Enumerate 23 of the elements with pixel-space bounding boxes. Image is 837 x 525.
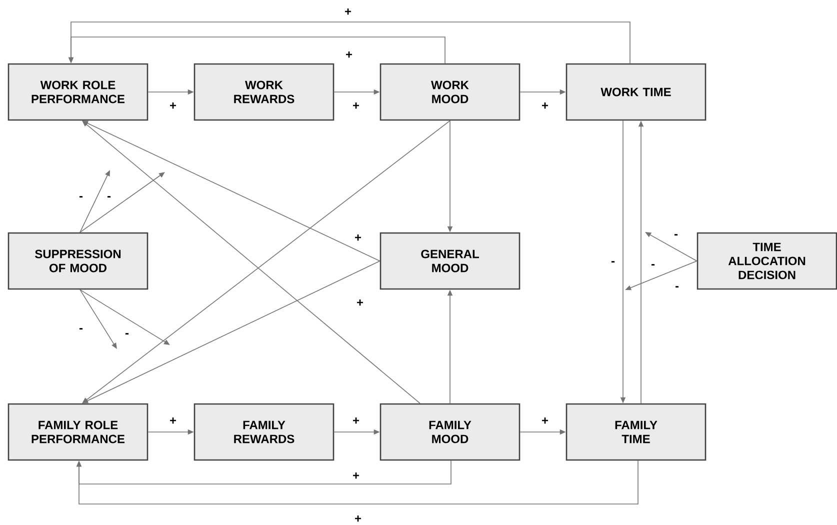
process-box: WORK TIME [566,63,706,121]
edge-label: - [106,195,112,201]
arrow [76,460,638,504]
arrow [80,289,117,349]
edge-label: - [78,327,84,333]
edge-label: - [674,285,680,291]
edge-label: - [650,263,656,269]
process-box: WORK REWARDS [194,63,334,121]
process-box: GENERAL MOOD [380,232,520,290]
process-box: TIME ALLOCATION DECISION [696,232,837,290]
process-box: FAMILY TIME [566,403,706,461]
process-box: FAMILY ROLE PERFORMANCE [8,403,148,461]
edge-label: - [673,233,679,239]
edge-label: - [610,260,616,266]
process-box: WORK ROLE PERFORMANCE [8,63,148,121]
edge-label: - [124,332,130,338]
process-box: FAMILY MOOD [380,403,520,461]
arrow [80,172,165,233]
process-box: SUPPRESSION OF MOOD [8,232,148,290]
process-box: FAMILY REWARDS [194,403,334,461]
arrow [80,289,170,345]
process-box: WORK MOOD [380,63,520,121]
edge-label: - [78,195,84,201]
